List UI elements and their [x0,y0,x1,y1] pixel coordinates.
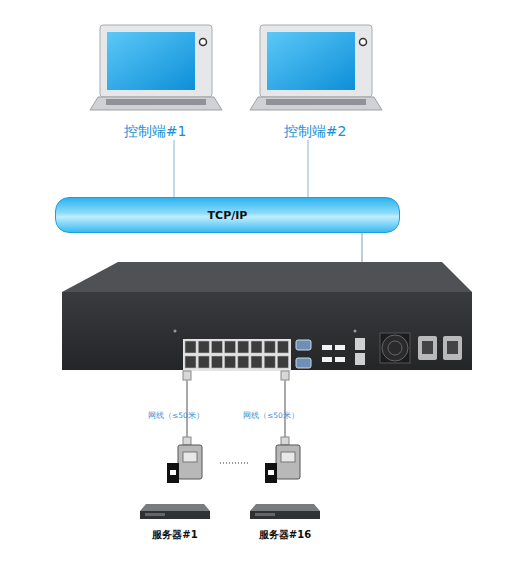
cable-set [167,371,300,483]
laptop-base [90,97,222,110]
usb-port [335,357,345,362]
console-laptop: 控制端#2 [252,22,378,140]
laptop-illustration [250,25,382,110]
rj45-port [211,356,222,368]
laptop-logo [360,39,367,46]
node-text: TCP/IP [208,209,248,222]
laptop-screen [267,32,355,90]
laptop-base [250,97,382,110]
server-front [250,511,320,519]
lan-port [355,338,365,350]
rj45-plug [281,437,289,445]
node-text: 服务器#1 [152,528,197,541]
ellipsis-dots [220,462,248,463]
rj45-port [225,356,236,368]
screw [354,330,357,333]
rj45-port [238,341,249,353]
laptop-lid [100,25,212,97]
dongle-tag [183,452,197,462]
rj45-plug [183,437,191,445]
server-front [140,511,210,519]
cable-length-label: 网线（≤50米） [148,411,204,421]
laptop-illustration [90,25,222,110]
fan [382,335,408,361]
node-text: 控制端#2 [284,123,347,140]
laptop-screen [107,32,195,90]
node-text: 控制端#1 [124,123,187,140]
usb-plug [265,463,277,483]
fan-frame [380,333,410,363]
console-laptop: 控制端#1 [92,22,218,140]
fan-grill [388,341,402,355]
power-socket [418,336,437,360]
rj45-port [264,341,275,353]
server-illustration [140,504,320,519]
kvm-switch [62,262,472,371]
rj45-port [198,341,209,353]
usb-port [322,345,332,350]
rj45-plug [183,371,191,380]
rj45-port [225,341,236,353]
usb-port [322,357,332,362]
rj45-block [183,339,291,371]
usb-plug [167,463,179,483]
server-top [250,504,320,511]
kvm-front [62,292,472,370]
plug-mark [170,470,176,475]
kvm-top [62,262,472,292]
power-socket [443,336,462,360]
server-node: 服务器#16 [240,500,330,541]
screw [174,330,177,333]
server-bay [145,513,165,516]
network-link [308,140,309,197]
laptop-logo [200,39,207,46]
rj45-port [277,356,288,368]
vga-port [296,340,311,350]
power-inlet [422,341,433,354]
cim-dongle [276,445,300,479]
network-link [174,140,175,197]
dongle-tag [281,452,295,462]
cim-dongle [178,445,202,479]
server-top [140,504,210,511]
rj45-port [251,356,262,368]
rj45-port [185,356,196,368]
rj45-port [238,356,249,368]
rj45-plug [281,371,289,380]
server-node: 服务器#1 [132,500,218,541]
node-text: 服务器#16 [259,528,311,541]
network-band: TCP/IP [55,197,400,233]
laptop-lid [260,25,372,97]
lan-port [355,353,365,365]
usb-port [335,345,345,350]
rj45-port [277,341,288,353]
rj45-ports [185,341,288,368]
laptop-keyboard [106,99,206,105]
plug-mark [268,470,274,475]
vga-port [296,358,311,368]
server-bay [255,513,275,516]
cable-length-label: 网线（≤50米） [243,411,299,421]
power-inlet [447,341,458,354]
rj45-port [198,356,209,368]
rj45-port [211,341,222,353]
rj45-port [264,356,275,368]
laptop-keyboard [266,99,366,105]
rj45-port [251,341,262,353]
rj45-port [185,341,196,353]
